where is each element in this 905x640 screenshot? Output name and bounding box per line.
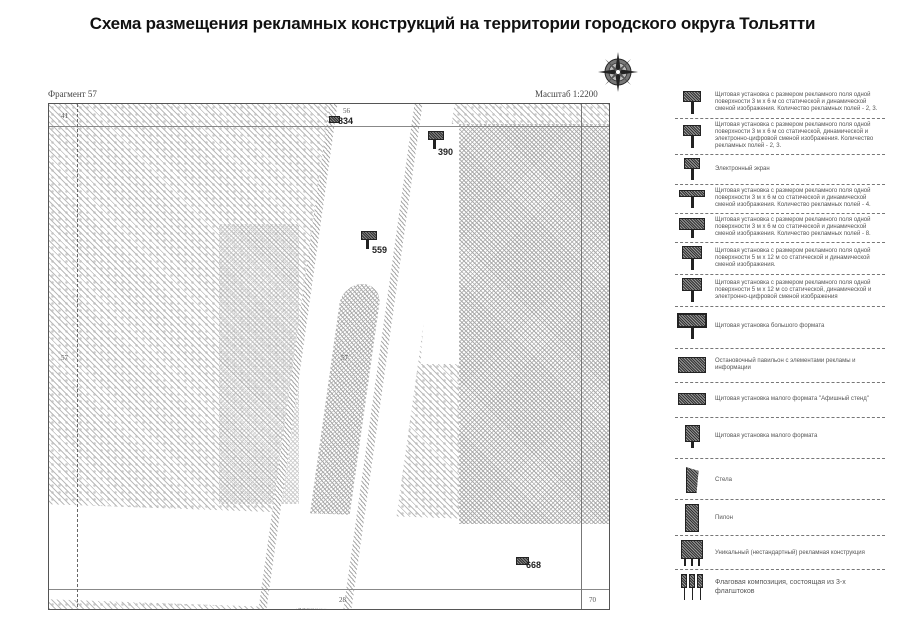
grid-line xyxy=(49,126,609,127)
marker-668[interactable]: 668 xyxy=(516,557,541,570)
legend-item: Флаговая композиция, состоящая из 3-х фл… xyxy=(675,570,885,604)
electronic-screen-icon xyxy=(675,158,709,180)
legend-item: Стела xyxy=(675,459,885,500)
marker-559[interactable]: 559 xyxy=(361,231,387,255)
legend-item: Щитовая установка малого формата xyxy=(675,418,885,459)
legend-item: Щитовая установка малого формата "Афишны… xyxy=(675,383,885,418)
cell-number: 70 xyxy=(589,596,596,604)
legend: Щитовая установка с размером рекламного … xyxy=(675,88,885,604)
stela-icon xyxy=(675,467,709,493)
large-format-billboard-icon xyxy=(675,313,709,339)
page-title: Схема размещения рекламных конструкций н… xyxy=(89,14,816,33)
marker-number: 668 xyxy=(526,560,542,570)
cell-number: 28 xyxy=(339,596,346,604)
fragment-label: Фрагмент 57 xyxy=(48,89,97,99)
marker-number: 559 xyxy=(372,245,388,255)
legend-item: Щитовая установка с размером рекламного … xyxy=(675,275,885,307)
poster-stand-icon xyxy=(675,393,709,405)
billboard-5x12-digital-icon xyxy=(675,278,709,302)
bus-stop-pavilion-icon xyxy=(675,357,709,373)
cell-number: 56 xyxy=(343,107,350,115)
billboard-3x6-digital-icon xyxy=(675,124,709,148)
flag-composition-icon xyxy=(675,574,709,600)
legend-item: Остановочный павильон с элементами рекла… xyxy=(675,349,885,383)
billboard-3x6-4fields-icon xyxy=(675,189,709,208)
cell-number: 41 xyxy=(61,112,68,120)
scale-label: Масштаб 1:2200 xyxy=(535,89,598,99)
legend-item: Щитовая установка с размером рекламного … xyxy=(675,185,885,214)
pylon-icon xyxy=(675,504,709,532)
legend-item: Электронный экран xyxy=(675,155,885,185)
legend-item: Щитовая установка большого формата xyxy=(675,307,885,349)
map-fragment[interactable]: 41 56 57 57 28 70 834 390 559 668 xyxy=(48,103,610,610)
legend-item: Уникальный (нестандартный) рекламная кон… xyxy=(675,536,885,570)
unique-construction-icon xyxy=(675,540,709,566)
small-format-billboard-icon xyxy=(675,425,709,448)
compass-rose-icon xyxy=(598,52,638,92)
cell-number: 57 xyxy=(341,354,348,362)
marker-390[interactable]: 390 xyxy=(428,131,453,157)
legend-item: Щитовая установка с размером рекламного … xyxy=(675,214,885,243)
marker-number: 390 xyxy=(438,147,454,157)
cell-number: 57 xyxy=(61,354,68,362)
legend-item: Щитовая установка с размером рекламного … xyxy=(675,243,885,275)
grid-line xyxy=(77,104,78,609)
legend-item: Пилон xyxy=(675,500,885,536)
billboard-3x6-8fields-icon xyxy=(675,217,709,238)
billboard-5x12-static-icon xyxy=(675,246,709,270)
grid-line xyxy=(49,589,609,590)
building-left xyxy=(219,224,299,504)
building-block xyxy=(459,124,609,524)
legend-item: Щитовая установка с размером рекламного … xyxy=(675,119,885,155)
marker-834[interactable]: 834 xyxy=(329,116,353,126)
grid-line xyxy=(581,104,582,609)
legend-item: Щитовая установка с размером рекламного … xyxy=(675,88,885,119)
billboard-3x6-static-dynamic-icon xyxy=(675,91,709,114)
marker-number: 834 xyxy=(338,116,354,126)
